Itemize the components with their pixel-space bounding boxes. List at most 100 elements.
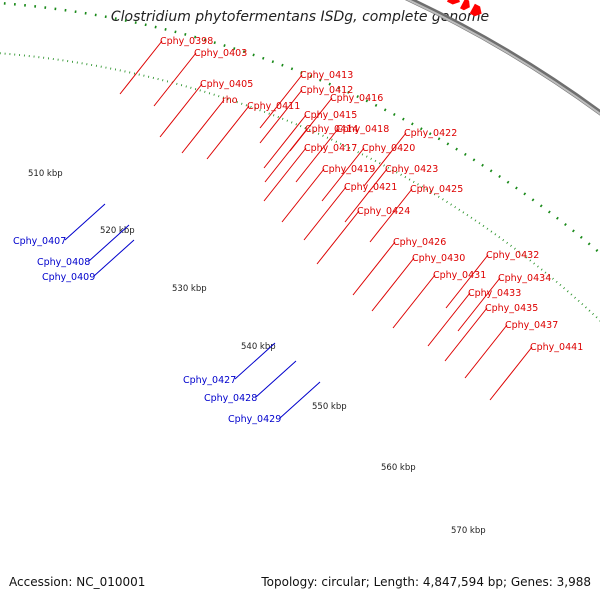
forward-label-leader bbox=[489, 346, 533, 401]
reverse-gene-label: Cphy_0427 bbox=[183, 375, 236, 386]
forward-label-leader bbox=[352, 241, 396, 296]
position-tick-label: 570 kbp bbox=[451, 526, 486, 536]
reverse-dot-track bbox=[347, 90, 350, 94]
forward-gene-label: Cphy_0437 bbox=[505, 320, 558, 331]
forward-gene-label: Cphy_0405 bbox=[200, 79, 253, 90]
reverse-dot-track bbox=[523, 192, 527, 196]
forward-label-leader bbox=[295, 128, 339, 183]
forward-label-leader bbox=[264, 128, 308, 183]
forward-gene-label: Cphy_0441 bbox=[530, 342, 583, 353]
reverse-gene-label: Cphy_0429 bbox=[228, 414, 281, 425]
reverse-gene-label: Cphy_0407 bbox=[13, 236, 66, 247]
forward-gene-label: Cphy_0421 bbox=[344, 182, 397, 193]
reverse-dot-track bbox=[383, 108, 387, 112]
forward-label-leader bbox=[281, 168, 325, 223]
reverse-dot-track bbox=[498, 174, 501, 178]
position-tick-label: 530 kbp bbox=[172, 284, 207, 294]
forward-label-leader bbox=[259, 89, 303, 144]
position-tick-label: 510 kbp bbox=[28, 169, 63, 179]
forward-gene-label: Cphy_0418 bbox=[336, 124, 389, 135]
forward-gene-label: Cphy_0417 bbox=[304, 143, 357, 154]
reverse-label-leader bbox=[279, 381, 321, 419]
forward-label-leader bbox=[371, 257, 415, 312]
forward-gene-arrow bbox=[469, 3, 482, 17]
reverse-dot-track bbox=[506, 180, 510, 184]
forward-label-leader bbox=[457, 277, 501, 332]
reverse-dot-track bbox=[579, 235, 583, 239]
forward-gene-arrow bbox=[447, 0, 460, 5]
reverse-dot-track bbox=[556, 216, 559, 220]
inner-dot-track bbox=[548, 274, 551, 277]
inner-dot-track bbox=[552, 277, 554, 280]
inner-dot-track bbox=[574, 296, 577, 299]
backbone-arc-shadow bbox=[404, 0, 600, 116]
forward-gene-label: Cphy_0411 bbox=[247, 101, 300, 112]
forward-gene-label: Cphy_0420 bbox=[362, 143, 415, 154]
reverse-label-leader bbox=[64, 203, 106, 241]
reverse-dot-track bbox=[564, 223, 567, 227]
reverse-dot-track bbox=[374, 103, 378, 107]
forward-gene-label: Cphy_0433 bbox=[468, 288, 521, 299]
forward-gene-label: Cphy_0415 bbox=[304, 110, 357, 121]
forward-gene-label: Cphy_0412 bbox=[300, 85, 353, 96]
inner-dot-track bbox=[588, 309, 591, 312]
reverse-dot-track bbox=[328, 82, 331, 86]
inner-dot-track bbox=[584, 306, 587, 309]
reverse-dot-track bbox=[539, 204, 543, 208]
reverse-dot-track bbox=[356, 95, 359, 99]
backbone-arc bbox=[405, 0, 600, 116]
forward-gene-label: Cphy_0430 bbox=[412, 253, 465, 264]
reverse-dot-track bbox=[419, 127, 423, 131]
forward-label-leader bbox=[464, 324, 508, 379]
inner-dot-track bbox=[559, 283, 562, 287]
reverse-dot-track bbox=[392, 112, 396, 116]
inner-dot-track bbox=[563, 287, 566, 290]
reverse-dot-track bbox=[446, 142, 450, 146]
reverse-dot-track bbox=[463, 152, 467, 156]
inner-dot-track bbox=[581, 303, 584, 306]
forward-gene-label: Cphy_0414 bbox=[305, 124, 358, 135]
reverse-label-leader bbox=[93, 239, 135, 277]
forward-gene-label: Cphy_0432 bbox=[486, 250, 539, 261]
reverse-dot-track bbox=[271, 60, 275, 64]
reverse-dot-track bbox=[300, 71, 303, 74]
reverse-dot-track bbox=[262, 56, 265, 60]
forward-label-leader bbox=[153, 52, 197, 107]
forward-label-leader bbox=[369, 188, 413, 243]
reverse-dot-track bbox=[290, 67, 294, 71]
reverse-label-leader bbox=[255, 360, 297, 398]
forward-label-leader bbox=[263, 114, 307, 169]
genome-summary-text: Topology: circular; Length: 4,847,594 bp… bbox=[261, 575, 591, 589]
reverse-dot-track bbox=[233, 47, 236, 51]
inner-dot-track bbox=[595, 316, 598, 319]
reverse-dot-track bbox=[571, 229, 575, 233]
forward-label-leader bbox=[181, 99, 225, 154]
inner-dot-track bbox=[592, 312, 595, 315]
forward-gene-label: Cphy_0403 bbox=[194, 48, 247, 59]
forward-label-leader bbox=[206, 105, 250, 160]
forward-gene-label: Cphy_0426 bbox=[393, 237, 446, 248]
reverse-gene-label: Cphy_0428 bbox=[204, 393, 257, 404]
forward-gene-label: Cphy_0419 bbox=[322, 164, 375, 175]
reverse-dot-track bbox=[437, 137, 441, 141]
forward-label-leader bbox=[444, 307, 488, 362]
forward-gene-label: Cphy_0413 bbox=[300, 70, 353, 81]
reverse-dot-track bbox=[252, 53, 255, 57]
reverse-dot-track bbox=[587, 242, 591, 246]
forward-gene-label: Cphy_0416 bbox=[330, 93, 383, 104]
position-tick-label: 550 kbp bbox=[312, 402, 347, 412]
forward-label-leader bbox=[363, 132, 407, 187]
reverse-gene-label: Cphy_0409 bbox=[42, 272, 95, 283]
forward-gene-label: Cphy_0431 bbox=[433, 270, 486, 281]
reverse-dot-track bbox=[337, 86, 341, 90]
accession-text: Accession: NC_010001 bbox=[9, 575, 146, 589]
forward-label-leader bbox=[159, 83, 203, 138]
reverse-dot-track bbox=[242, 50, 246, 54]
forward-label-leader bbox=[119, 40, 163, 95]
reverse-dot-track bbox=[515, 186, 518, 190]
reverse-dot-track bbox=[309, 74, 313, 78]
reverse-dot-track bbox=[281, 63, 284, 67]
reverse-dot-track bbox=[489, 169, 493, 173]
forward-label-leader bbox=[303, 186, 347, 241]
reverse-gene-label: Cphy_0408 bbox=[37, 257, 90, 268]
